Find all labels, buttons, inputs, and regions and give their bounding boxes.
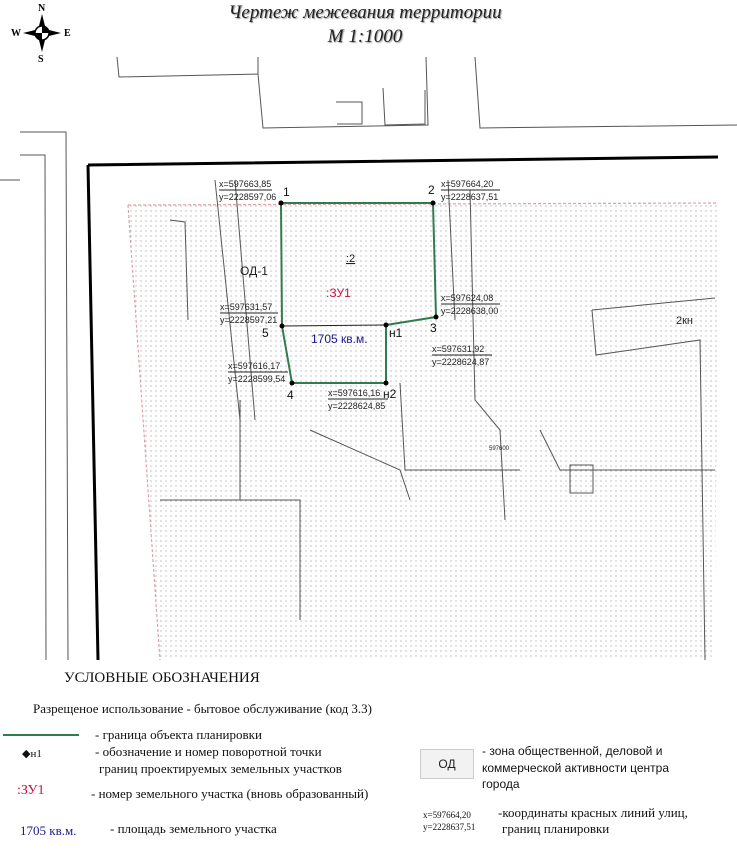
- svg-text:S: S: [38, 54, 44, 65]
- street-boundary: [86, 155, 719, 661]
- legend-area-sample: 1705 кв.м.: [20, 823, 77, 838]
- coordinate-labels: x=597663,85 y=2228597,06 x=597664,20 y=222…: [219, 179, 500, 411]
- svg-text:1: 1: [283, 185, 290, 199]
- svg-text:x=597631,57: x=597631,57: [220, 302, 272, 312]
- svg-text:2: 2: [428, 183, 435, 197]
- legend-coord-x: x=597664,20: [423, 810, 471, 820]
- svg-text:y=2228597,21: y=2228597,21: [220, 315, 277, 325]
- area-label: 1705 кв.м.: [311, 332, 368, 346]
- legend-zone-desc1: - зона общественной, деловой и: [482, 744, 663, 758]
- legend-coord-y: y=2228637,51: [423, 822, 476, 832]
- svg-text:н2: н2: [383, 387, 397, 401]
- svg-text:x=597616,17: x=597616,17: [228, 361, 280, 371]
- compass-icon: N S W E: [11, 3, 71, 65]
- svg-text:y=2228638,00: y=2228638,00: [441, 306, 498, 316]
- mark-label: 597600: [489, 446, 510, 452]
- legend-point-desc1: - обозначение и номер поворотной точки: [95, 744, 322, 759]
- street-lines: [0, 56, 737, 661]
- legend-point-sample: ◆н1: [22, 748, 42, 760]
- legend-usage: Разрещеное использование - бытовое обслу…: [33, 701, 373, 716]
- svg-text:x=597616,16: x=597616,16: [328, 388, 380, 398]
- svg-text:y=2228637,51: y=2228637,51: [441, 192, 498, 202]
- zone-label: ОД-1: [240, 264, 268, 278]
- legend-point-desc2: границ проектируемых земельных участков: [99, 761, 342, 776]
- svg-text:4: 4: [287, 388, 294, 402]
- legend-zone-desc3: города: [482, 777, 520, 791]
- svg-text:5: 5: [262, 326, 269, 340]
- zone2-label: 2кн: [676, 315, 693, 327]
- parcel-boundary: [279, 202, 438, 384]
- drawing-title: Чертеж межевания территории: [228, 2, 502, 23]
- parcel-label: :ЗУ1: [326, 286, 351, 300]
- od-zone: [128, 203, 718, 660]
- legend-zone-desc2: коммерческой активности центра: [482, 761, 670, 775]
- legend-parcel-sample: :ЗУ1: [17, 783, 45, 798]
- legend-title: УСЛОВНЫЕ ОБОЗНАЧЕНИЯ: [64, 670, 260, 686]
- svg-text:y=2228624,87: y=2228624,87: [432, 357, 489, 367]
- turning-points: [278, 200, 439, 386]
- boundary-sample-line: [3, 734, 79, 736]
- legend-area-desc: - площадь земельного участка: [110, 821, 277, 836]
- svg-text:y=2228624,85: y=2228624,85: [328, 401, 385, 411]
- svg-text:3: 3: [430, 321, 437, 335]
- svg-text:x=597664,20: x=597664,20: [441, 179, 493, 189]
- svg-text:x=597624,08: x=597624,08: [441, 293, 493, 303]
- svg-text:W: W: [11, 28, 21, 39]
- svg-text:x=597631,92: x=597631,92: [432, 344, 484, 354]
- svg-text:N: N: [38, 3, 46, 14]
- legend-zone-sample: ОД: [420, 749, 474, 779]
- legend-boundary: - граница объекта планировки: [95, 727, 262, 742]
- legend-parcel-desc: - номер земельного участка (вновь образо…: [91, 786, 369, 801]
- svg-text:E: E: [64, 28, 71, 39]
- legend-coord-desc1: -координаты красных линий улиц,: [498, 805, 688, 820]
- parcel-number: :2: [346, 253, 355, 265]
- drawing-scale: М 1:1000: [327, 26, 403, 47]
- svg-text:y=2228597,06: y=2228597,06: [219, 192, 276, 202]
- svg-text:y=2228599,54: y=2228599,54: [228, 374, 285, 384]
- svg-text:н1: н1: [389, 326, 403, 340]
- svg-text:x=597663,85: x=597663,85: [219, 179, 271, 189]
- point-numbers: 1 2 3 н1 н2 4 5: [262, 183, 437, 402]
- legend-coord-desc2: границ планировки: [502, 821, 610, 836]
